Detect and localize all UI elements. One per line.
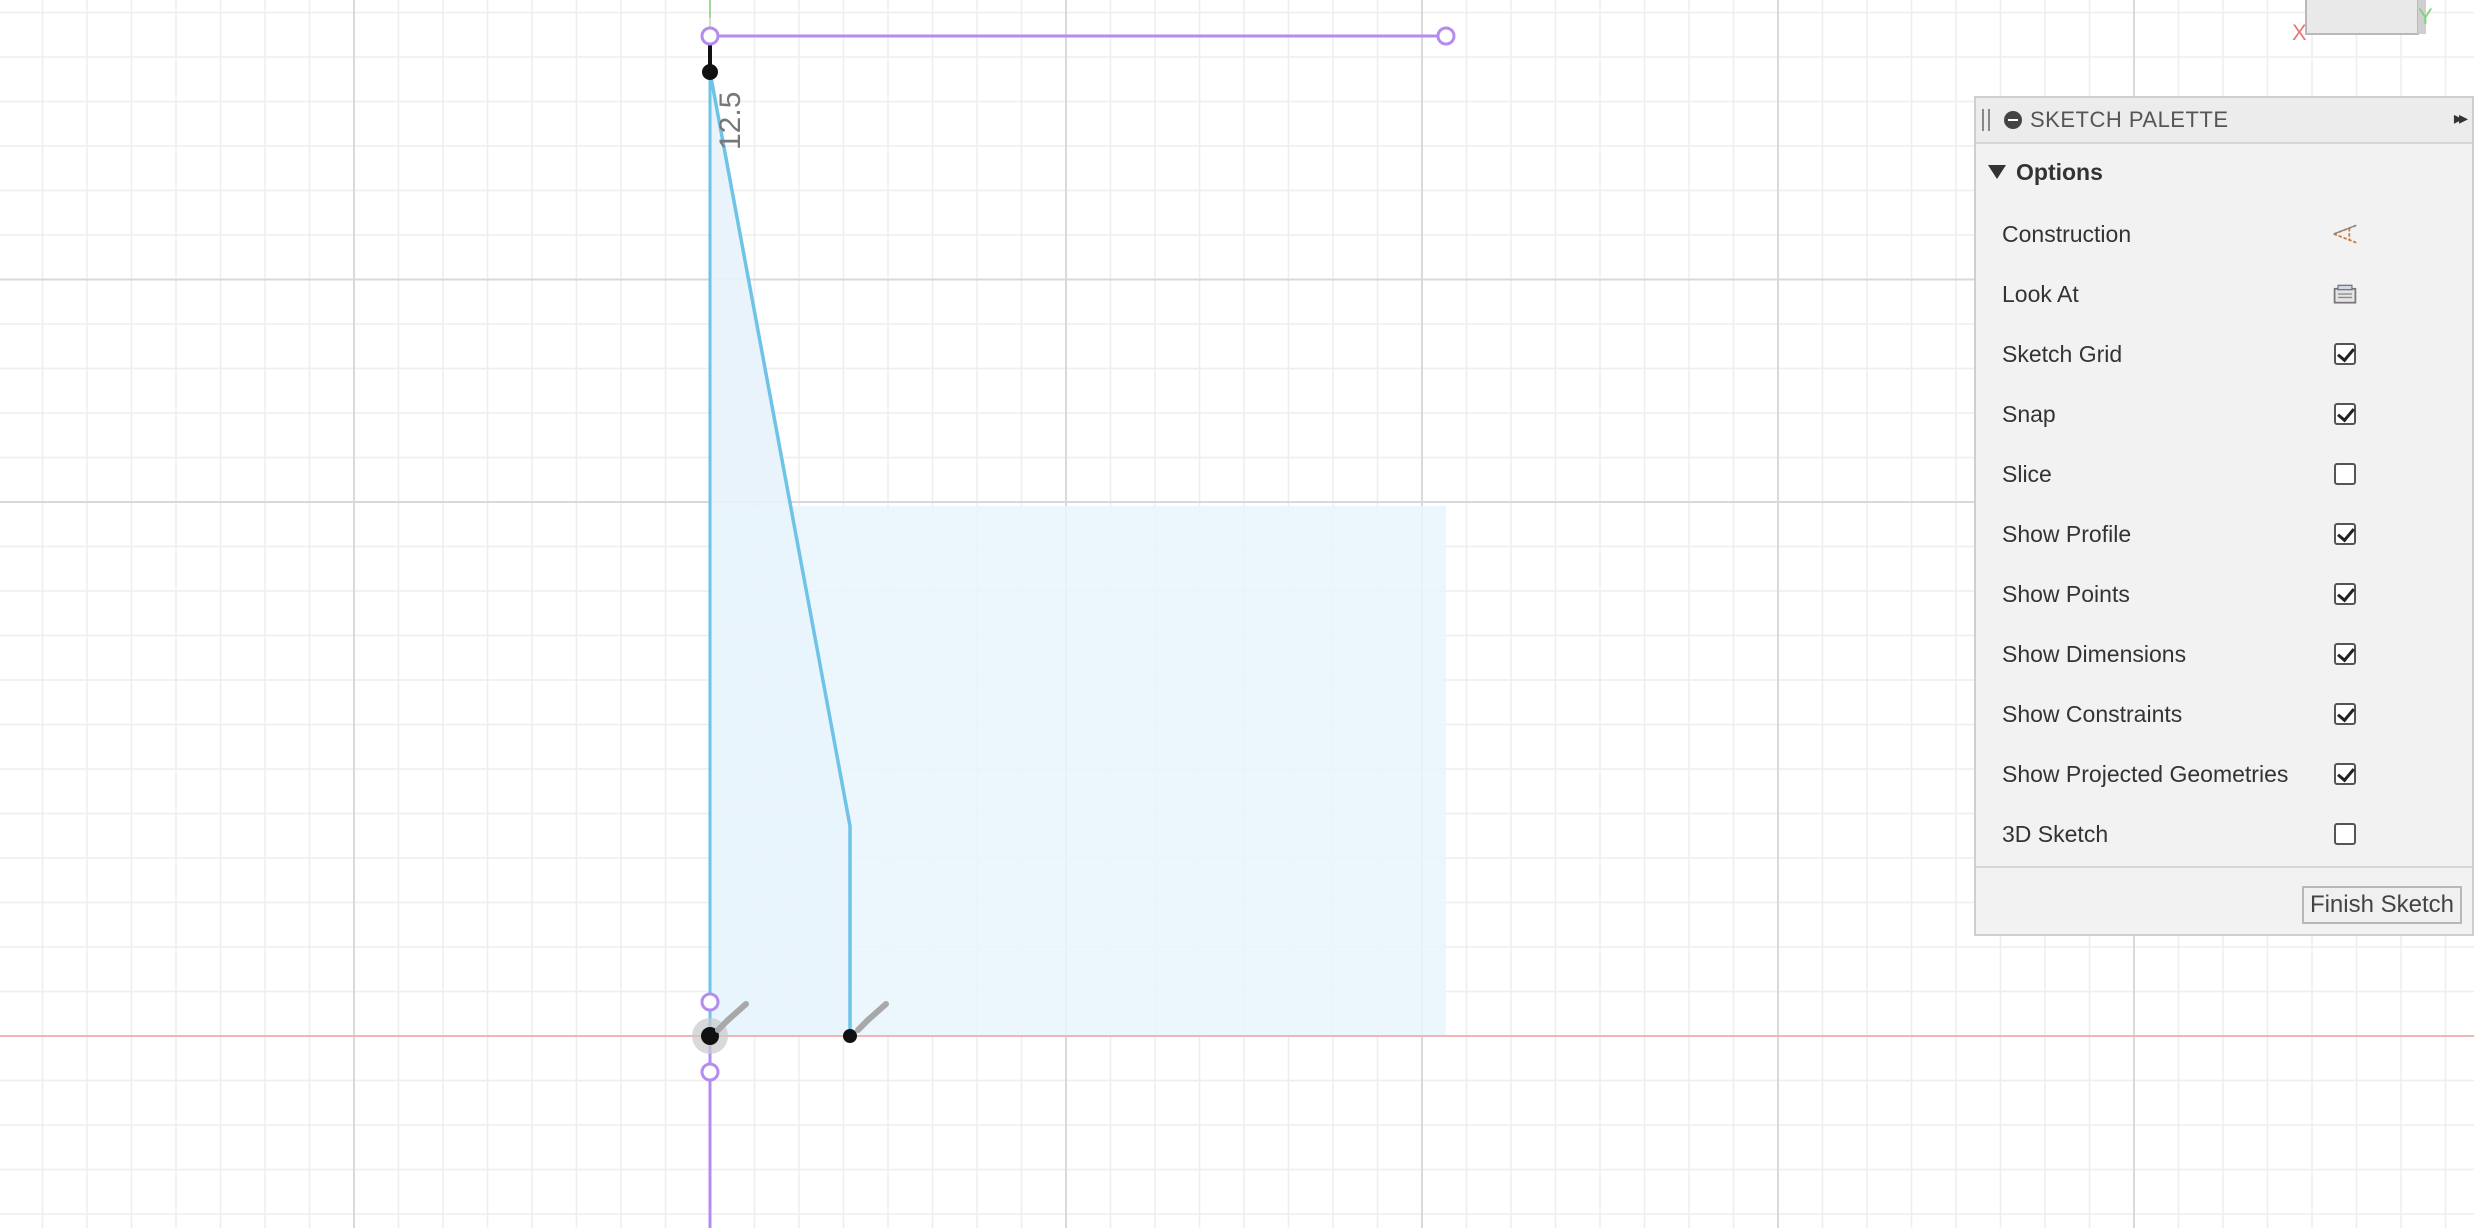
option-row-show-constraints: Show Constraints (1976, 684, 2472, 744)
sketch-point-top[interactable] (702, 64, 718, 80)
sketch-point-bottom[interactable] (843, 1029, 857, 1043)
option-label-construction: Construction (2002, 220, 2132, 247)
checkbox-icon[interactable] (2334, 763, 2356, 785)
sketch-palette-header[interactable]: SKETCH PALETTE ▸▸ (1976, 98, 2472, 144)
construction-point-lower-1[interactable] (700, 992, 720, 1012)
options-section-label: Options (2016, 158, 2103, 185)
checkbox-icon[interactable] (2334, 403, 2356, 425)
option-row-snap: Snap (1976, 384, 2472, 444)
option-row-construction: Construction (1976, 204, 2472, 264)
checkbox-icon[interactable] (2334, 343, 2356, 365)
look-at-icon[interactable] (2332, 281, 2358, 307)
finish-sketch-button[interactable]: Finish Sketch (2301, 886, 2462, 924)
look-at-glyph[interactable] (2332, 281, 2358, 307)
option-label-look-at: Look At (2002, 280, 2079, 307)
viewcube[interactable]: X Y (2290, 0, 2474, 48)
show-profile-checkbox[interactable] (2332, 521, 2358, 547)
option-label-sketch-grid: Sketch Grid (2002, 340, 2123, 367)
construction-point-top-left[interactable] (700, 26, 720, 46)
show-dimensions-checkbox[interactable] (2332, 641, 2358, 667)
show-points-checkbox[interactable] (2332, 581, 2358, 607)
collapse-icon[interactable] (2004, 111, 2022, 129)
option-row-show-projected-geometries: Show Projected Geometries (1976, 744, 2472, 804)
option-label-snap: Snap (2002, 400, 2056, 427)
option-label-3d-sketch: 3D Sketch (2002, 820, 2109, 847)
construction-glyph[interactable] (2332, 221, 2358, 247)
dimension-label[interactable]: 12.5 (714, 92, 747, 150)
expand-panel-icon[interactable]: ▸▸ (2453, 108, 2468, 128)
option-label-show-profile: Show Profile (2002, 520, 2132, 547)
checkbox-icon[interactable] (2334, 583, 2356, 605)
3d-sketch-checkbox[interactable] (2332, 821, 2358, 847)
slice-checkbox[interactable] (2332, 461, 2358, 487)
checkbox-icon[interactable] (2334, 703, 2356, 725)
constraint-icon-left[interactable] (715, 1001, 749, 1033)
option-row-3d-sketch: 3D Sketch (1976, 804, 2472, 864)
option-label-show-constraints: Show Constraints (2002, 700, 2183, 727)
option-row-slice: Slice (1976, 444, 2472, 504)
option-row-show-dimensions: Show Dimensions (1976, 624, 2472, 684)
caret-down-icon[interactable] (1988, 165, 2006, 179)
show-constraints-checkbox[interactable] (2332, 701, 2358, 727)
option-label-slice: Slice (2002, 460, 2052, 487)
construction-point-lower-2[interactable] (700, 1062, 720, 1082)
palette-title: SKETCH PALETTE (2030, 107, 2229, 132)
checkbox-icon[interactable] (2334, 823, 2356, 845)
constraint-icon-right[interactable] (855, 1001, 889, 1033)
option-label-show-points: Show Points (2002, 580, 2130, 607)
option-row-show-profile: Show Profile (1976, 504, 2472, 564)
sketch-grid-checkbox[interactable] (2332, 341, 2358, 367)
viewcube-y-label: Y (2418, 4, 2433, 29)
show-projected-geometries-checkbox[interactable] (2332, 761, 2358, 787)
viewcube-face[interactable] (2305, 0, 2419, 35)
option-label-show-projected-geometries: Show Projected Geometries (2002, 760, 2289, 787)
drag-handle-icon[interactable] (1982, 109, 1990, 131)
viewcube-x-label: X (2292, 20, 2307, 45)
checkbox-icon[interactable] (2334, 463, 2356, 485)
option-row-show-points: Show Points (1976, 564, 2472, 624)
sketch-profile-line[interactable] (708, 71, 852, 1036)
snap-checkbox[interactable] (2332, 401, 2358, 427)
palette-divider (1976, 866, 2472, 868)
option-label-show-dimensions: Show Dimensions (2002, 640, 2187, 667)
checkbox-icon[interactable] (2334, 643, 2356, 665)
checkbox-icon[interactable] (2334, 523, 2356, 545)
construction-point-top-right[interactable] (1436, 26, 1456, 46)
profile-region-rectangle[interactable] (710, 506, 1446, 1036)
option-row-sketch-grid: Sketch Grid (1976, 324, 2472, 384)
viewcube-side[interactable] (2418, 0, 2426, 34)
options-section-header[interactable]: Options (1976, 144, 2472, 200)
option-row-look-at: Look At (1976, 264, 2472, 324)
origin-point[interactable] (701, 1027, 719, 1045)
construction-icon[interactable] (2332, 221, 2358, 247)
